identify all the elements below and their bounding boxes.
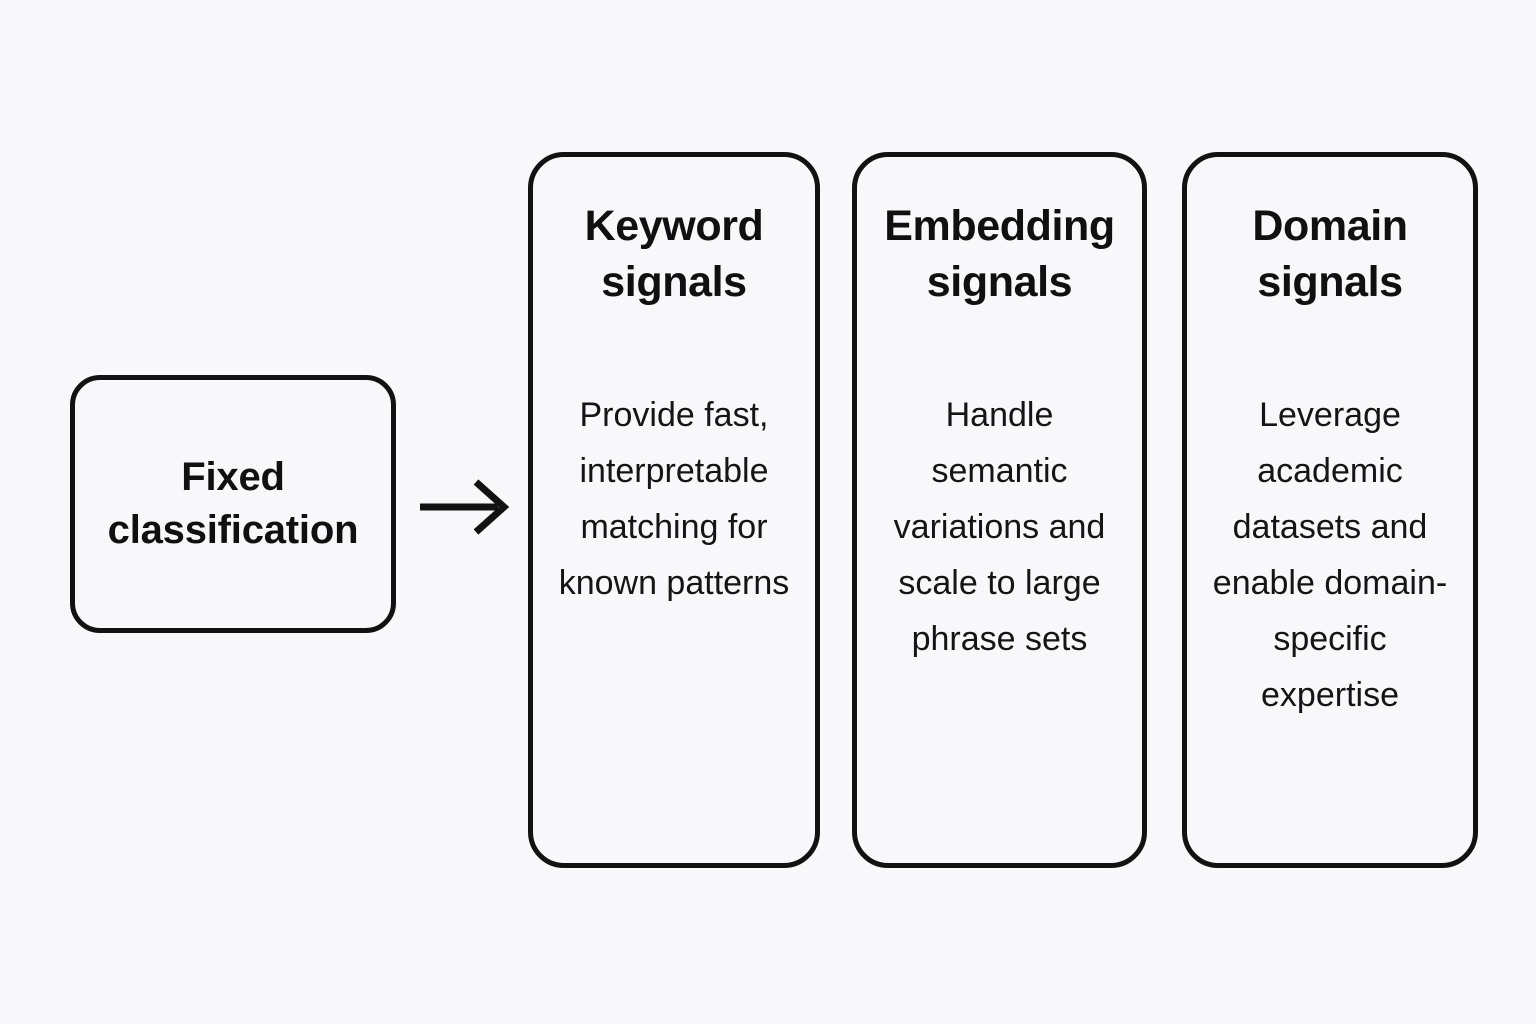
card-keyword-signals[interactable]: Keyword signals Provide fast, interpreta… xyxy=(528,152,820,868)
node-fixed-classification-label: Fixed classification xyxy=(107,454,359,552)
card-embedding-signals-title: Embedding signals xyxy=(884,202,1115,306)
card-embedding-signals[interactable]: Embedding signals Handle semantic variat… xyxy=(852,152,1147,868)
signal-cards-row: Keyword signals Provide fast, interpreta… xyxy=(528,152,1478,868)
node-fixed-classification[interactable]: Fixed classification xyxy=(70,375,396,633)
card-domain-signals-body: Leverage academic datasets and enable do… xyxy=(1212,395,1448,714)
card-embedding-signals-body: Handle semantic variations and scale to … xyxy=(893,395,1106,658)
card-keyword-signals-body: Provide fast, interpretable matching for… xyxy=(558,395,790,602)
card-domain-signals[interactable]: Domain signals Leverage academic dataset… xyxy=(1182,152,1478,868)
card-keyword-signals-title: Keyword signals xyxy=(584,202,764,306)
arrow-right-icon xyxy=(414,470,514,546)
card-domain-signals-title: Domain signals xyxy=(1252,202,1408,306)
